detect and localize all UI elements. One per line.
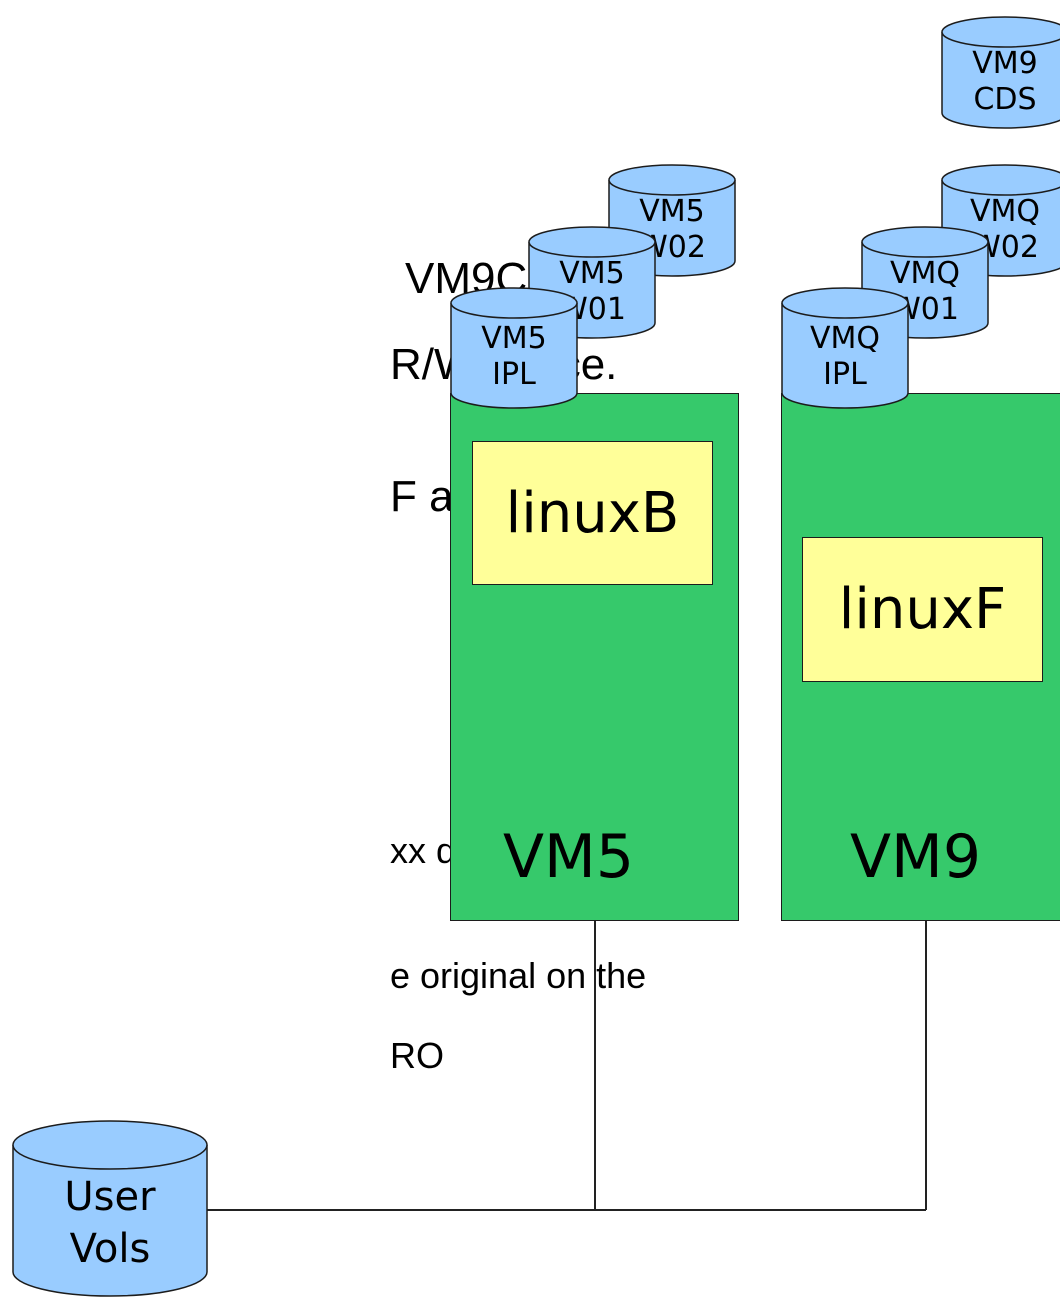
- cylinder-label-line1: User: [64, 1174, 156, 1220]
- cylinder-label-line1: VM9: [972, 46, 1038, 81]
- cylinder-vmq-ipl: VMQ IPL: [781, 287, 909, 409]
- cylinder-vm9-cds: VM9 CDS: [941, 16, 1060, 129]
- user-vols-bus-line: [206, 1209, 926, 1211]
- text-fragment-5: e original on the: [390, 955, 647, 996]
- lpar-label-vm5: VM5: [503, 822, 634, 892]
- cylinder-label-line1: VMQ: [970, 194, 1040, 229]
- cylinder-label-line1: VM5: [481, 321, 547, 356]
- cylinder-label-line2: IPL: [492, 357, 536, 392]
- text-fragment-6: RO: [390, 1035, 444, 1076]
- guest-linuxf: linuxF: [802, 537, 1043, 682]
- vm9-connector-line: [925, 920, 927, 1210]
- cylinder-label-line2: IPL: [823, 357, 867, 392]
- cylinder-label-line1: VMQ: [890, 256, 960, 291]
- cylinder-label-line2: CDS: [973, 82, 1036, 117]
- cylinder-vm5-ipl: VM5 IPL: [450, 287, 578, 409]
- cylinder-label-line1: VM5: [639, 194, 705, 229]
- vm5-connector-line: [594, 920, 596, 1210]
- cylinder-user-vols: User Vols: [12, 1120, 208, 1297]
- lpar-label-vm9: VM9: [850, 822, 981, 892]
- cylinder-label-line1: VM5: [559, 256, 625, 291]
- guest-linuxb: linuxB: [472, 441, 713, 585]
- cylinder-label-line1: VMQ: [810, 321, 880, 356]
- cylinder-label-line2: Vols: [70, 1226, 151, 1272]
